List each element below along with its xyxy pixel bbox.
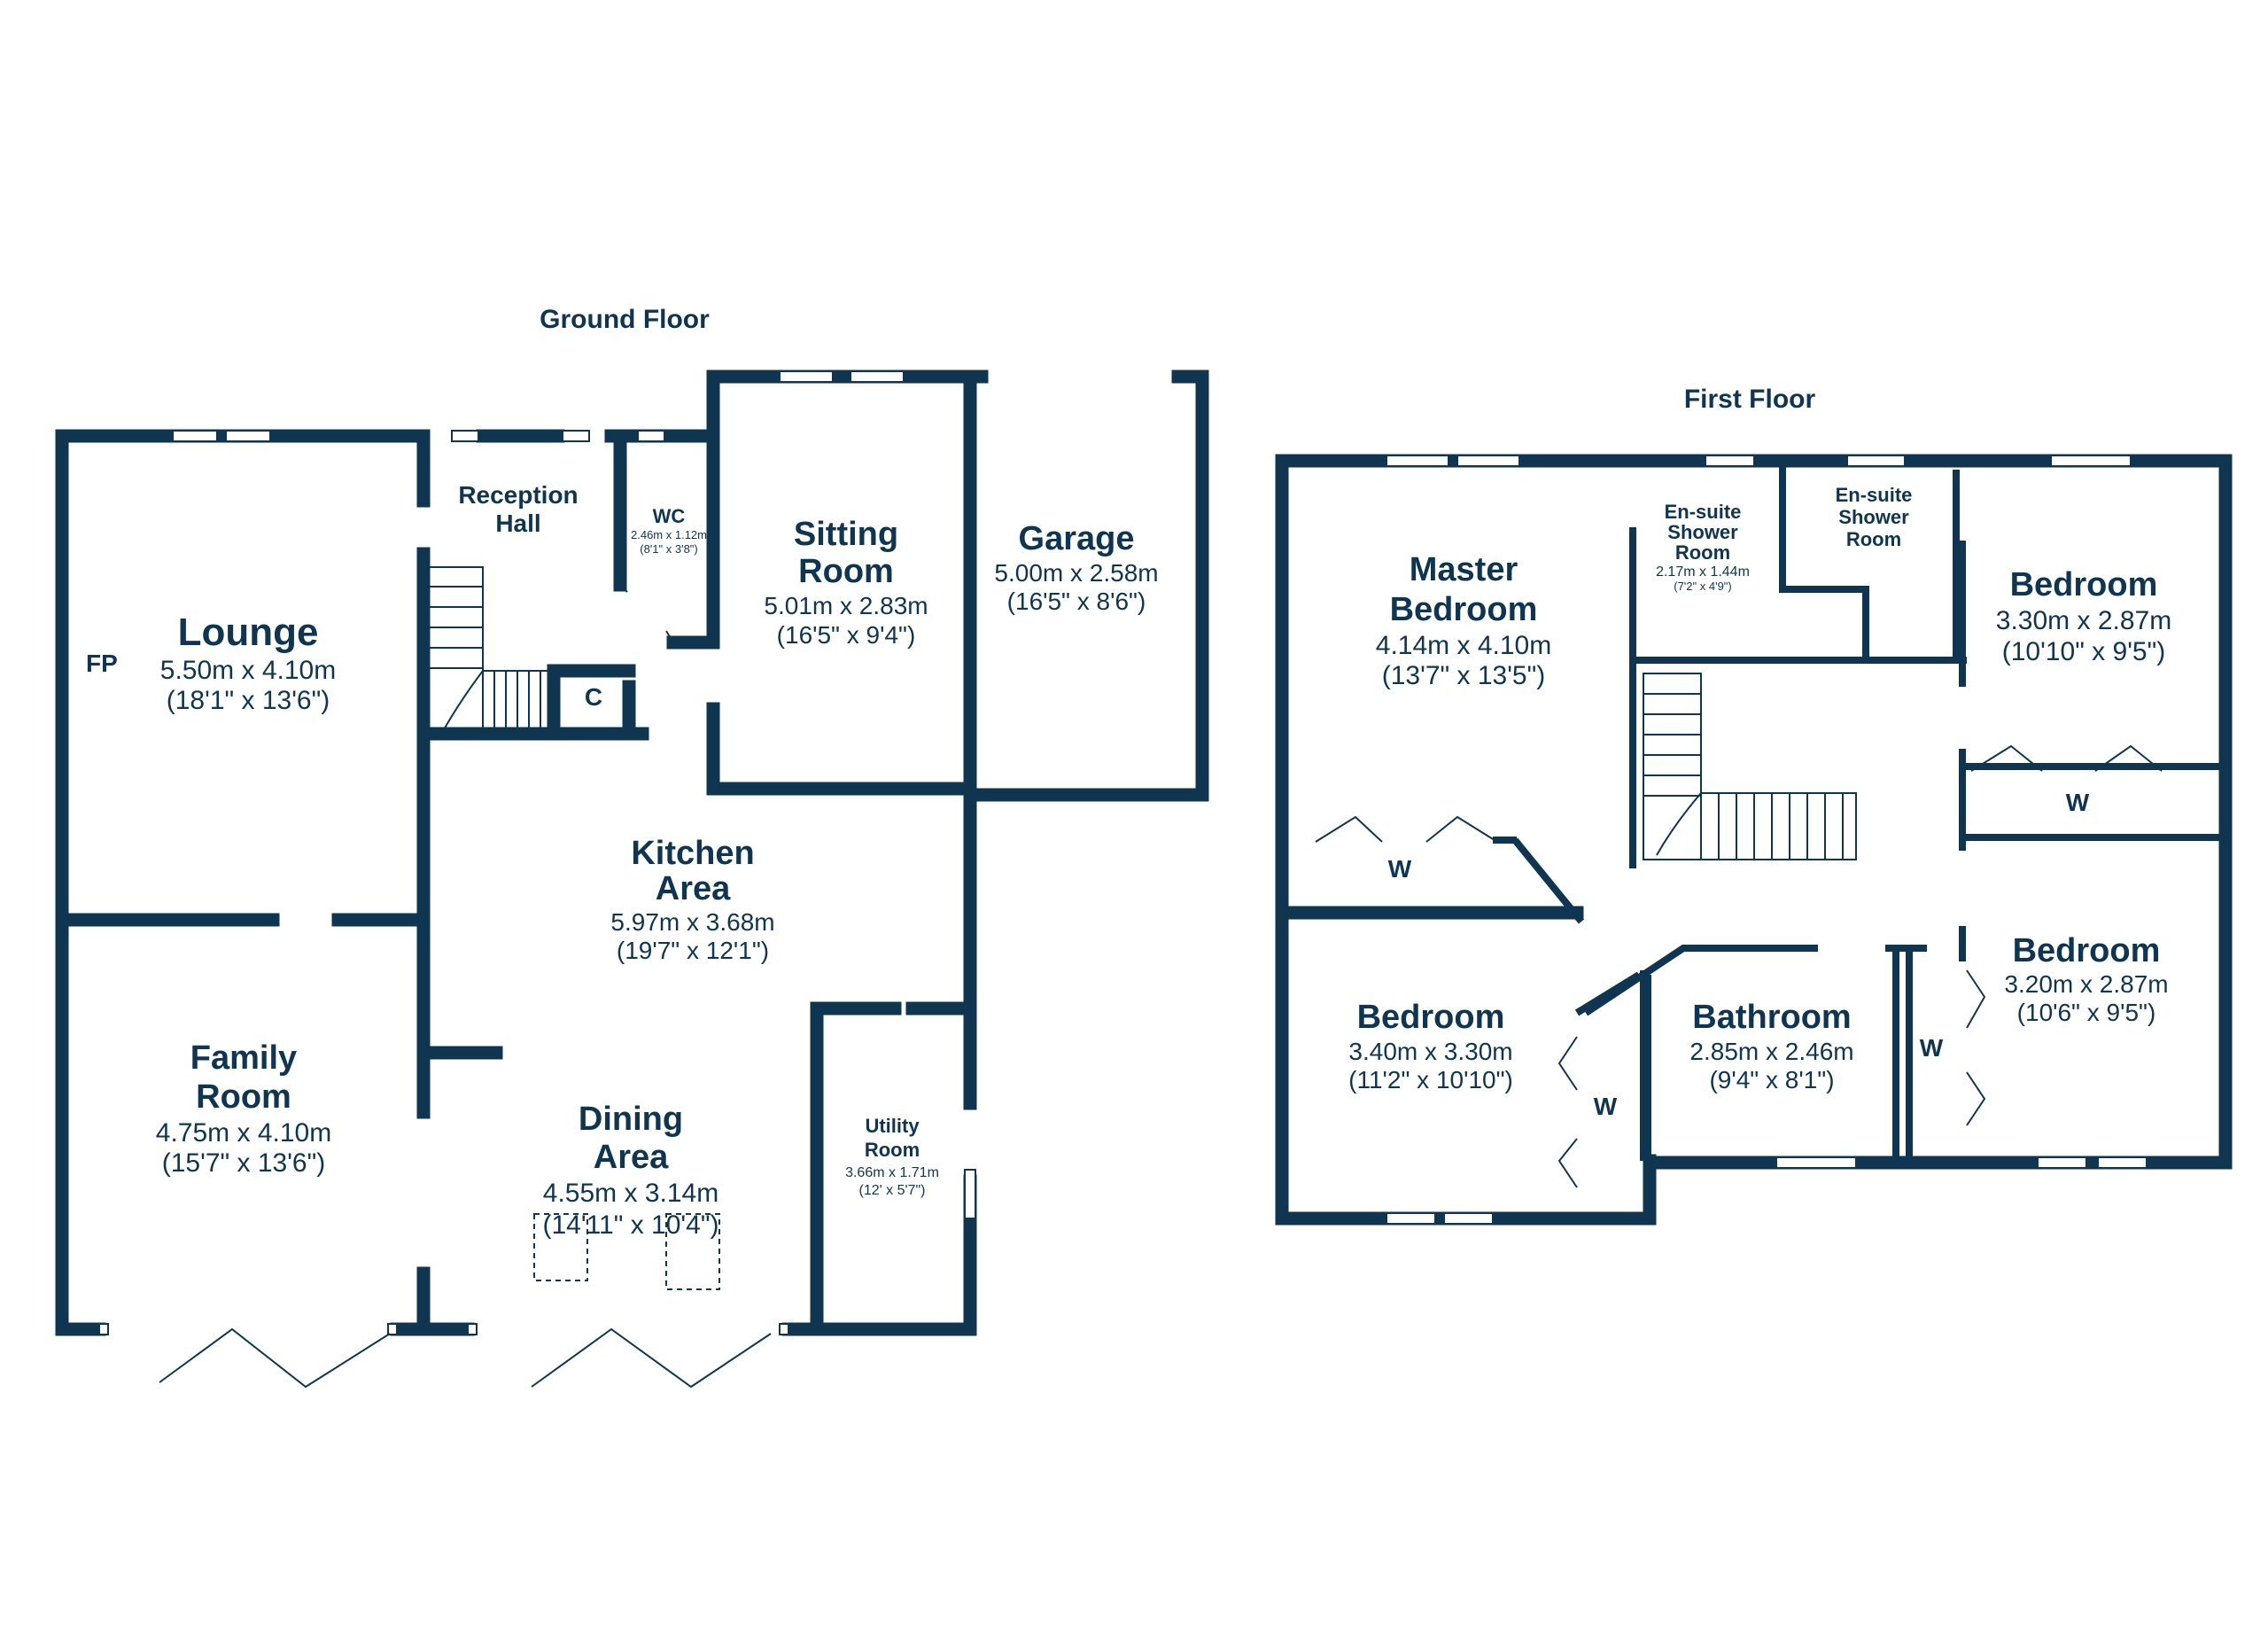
room-imperial: (7'2" x 4'9") xyxy=(1674,580,1732,593)
fireplace-mark: FP xyxy=(86,650,118,677)
room-name: Bedroom xyxy=(2013,932,2161,969)
room-imperial: (13'7" x 13'5") xyxy=(1382,661,1546,690)
room-name-line1: Dining xyxy=(579,1101,683,1138)
room-name-line1: Utility xyxy=(865,1115,920,1137)
wardrobe-mark-master: W xyxy=(1388,855,1412,883)
room-name-line2: Shower xyxy=(1838,506,1909,528)
room-dining: Dining Area 4.55m x 3.14m (14'11" x 10'4… xyxy=(543,1101,719,1240)
cupboard-mark: C xyxy=(585,683,602,711)
room-name-line3: Room xyxy=(1675,541,1730,564)
room-imperial: (14'11" x 10'4") xyxy=(543,1210,719,1240)
room-metric: 3.40m x 3.30m xyxy=(1348,1038,1512,1065)
room-name-line2: Area xyxy=(656,870,731,907)
room-metric: 2.17m x 1.44m xyxy=(1656,564,1750,580)
room-utility: Utility Room 3.66m x 1.71m (12' x 5'7") xyxy=(845,1115,939,1198)
room-metric: 2.85m x 2.46m xyxy=(1689,1038,1853,1065)
room-imperial: (10'6" x 9'5") xyxy=(2017,999,2156,1026)
room-imperial: (9'4" x 8'1") xyxy=(1709,1066,1834,1094)
wardrobe-mark-ne: W xyxy=(2066,789,2090,816)
room-metric: 4.75m x 4.10m xyxy=(156,1118,331,1148)
rooflight-1 xyxy=(533,1213,588,1281)
room-imperial: (19'7" x 12'1") xyxy=(617,937,769,964)
ground-floor-windows xyxy=(98,370,976,1335)
room-imperial: (16'5" x 8'6") xyxy=(1007,588,1146,615)
room-name-line1: Sitting xyxy=(794,516,898,553)
room-wc: WC 2.46m x 1.12m (8'1" x 3'8") xyxy=(631,505,707,556)
room-master-bedroom: Master Bedroom 4.14m x 4.10m (13'7" x 13… xyxy=(1376,551,1551,690)
room-imperial: (11'2" x 10'10") xyxy=(1348,1066,1513,1094)
ground-floor: Ground Floor xyxy=(55,305,1209,1389)
room-metric: 4.55m x 3.14m xyxy=(543,1179,718,1208)
room-bedroom-se: Bedroom 3.20m x 2.87m (10'6" x 9'5") xyxy=(2004,932,2168,1026)
room-name: Garage xyxy=(1019,520,1135,557)
room-metric: 5.97m x 3.68m xyxy=(610,908,774,936)
room-name-line1: Master xyxy=(1410,551,1518,588)
first-floor-doors xyxy=(1315,744,2163,1188)
room-name: Bedroom xyxy=(1357,999,1505,1036)
room-reception-hall: Reception Hall xyxy=(458,481,578,537)
room-imperial: (12' x 5'7") xyxy=(859,1183,926,1198)
room-bedroom-sw: Bedroom 3.40m x 3.30m (11'2" x 10'10") xyxy=(1348,999,1513,1094)
room-imperial: (18'1" x 13'6") xyxy=(167,686,330,715)
room-imperial: (10'10" x 9'5") xyxy=(2002,637,2166,666)
first-floor-windows xyxy=(1386,455,2148,1225)
room-metric: 5.00m x 2.58m xyxy=(994,559,1158,587)
rooflight-2 xyxy=(665,1213,720,1290)
room-metric: 5.50m x 4.10m xyxy=(160,656,336,685)
room-metric: 4.14m x 4.10m xyxy=(1376,631,1551,660)
room-sitting: Sitting Room 5.01m x 2.83m (16'5" x 9'4"… xyxy=(764,516,928,649)
room-name-line2: Room xyxy=(798,553,894,590)
room-name-line1: Kitchen xyxy=(631,835,754,872)
ground-floor-doors xyxy=(159,584,772,1389)
room-imperial: (8'1" x 3'8") xyxy=(640,542,698,556)
room-name-line2: Shower xyxy=(1667,521,1738,543)
room-name-line1: En-suite xyxy=(1665,501,1742,523)
room-metric: 2.46m x 1.12m xyxy=(631,528,707,541)
room-family: Family Room 4.75m x 4.10m (15'7" x 13'6"… xyxy=(156,1039,331,1178)
ground-floor-stairs xyxy=(424,566,553,732)
first-floor: First Floor xyxy=(1275,385,2233,1226)
room-name-line2: Room xyxy=(196,1078,291,1116)
room-name: Bathroom xyxy=(1692,999,1851,1036)
room-name-line2: Bedroom xyxy=(1390,591,1538,628)
room-metric: 3.30m x 2.87m xyxy=(1996,606,2171,635)
first-floor-title: First Floor xyxy=(1684,385,1816,414)
ground-floor-walls xyxy=(55,370,1209,1336)
room-imperial: (16'5" x 9'4") xyxy=(777,621,916,649)
room-name-line1: Family xyxy=(190,1039,297,1077)
room-name-line3: Room xyxy=(1846,528,1901,550)
wardrobe-mark-sw: W xyxy=(1594,1093,1618,1120)
ground-floor-title: Ground Floor xyxy=(540,305,710,334)
room-name: Bedroom xyxy=(2010,566,2158,603)
room-imperial: (15'7" x 13'6") xyxy=(162,1148,326,1178)
room-garage: Garage 5.00m x 2.58m (16'5" x 8'6") xyxy=(994,520,1158,615)
room-kitchen: Kitchen Area 5.97m x 3.68m (19'7" x 12'1… xyxy=(610,835,774,964)
room-bedroom-ne: Bedroom 3.30m x 2.87m (10'10" x 9'5") xyxy=(1996,566,2171,666)
room-name-line1: Reception xyxy=(458,481,578,509)
room-name: Lounge xyxy=(178,611,319,654)
room-metric: 3.66m x 1.71m xyxy=(845,1165,939,1180)
room-lounge: Lounge 5.50m x 4.10m (18'1" x 13'6") xyxy=(160,611,336,715)
room-ensuite-2: En-suite Shower Room xyxy=(1836,484,1913,550)
room-metric: 5.01m x 2.83m xyxy=(764,592,928,619)
room-bathroom: Bathroom 2.85m x 2.46m (9'4" x 8'1") xyxy=(1689,999,1853,1094)
room-name: WC xyxy=(653,505,686,527)
first-floor-stairs xyxy=(1643,673,1857,860)
room-metric: 3.20m x 2.87m xyxy=(2004,970,2168,998)
room-name-line1: En-suite xyxy=(1836,484,1913,506)
wardrobe-mark-se: W xyxy=(1920,1034,1944,1062)
room-name-line2: Room xyxy=(865,1139,920,1161)
room-ensuite-1: En-suite Shower Room 2.17m x 1.44m (7'2"… xyxy=(1656,501,1750,593)
room-name-line2: Area xyxy=(594,1139,669,1176)
room-name-line2: Hall xyxy=(495,510,540,537)
